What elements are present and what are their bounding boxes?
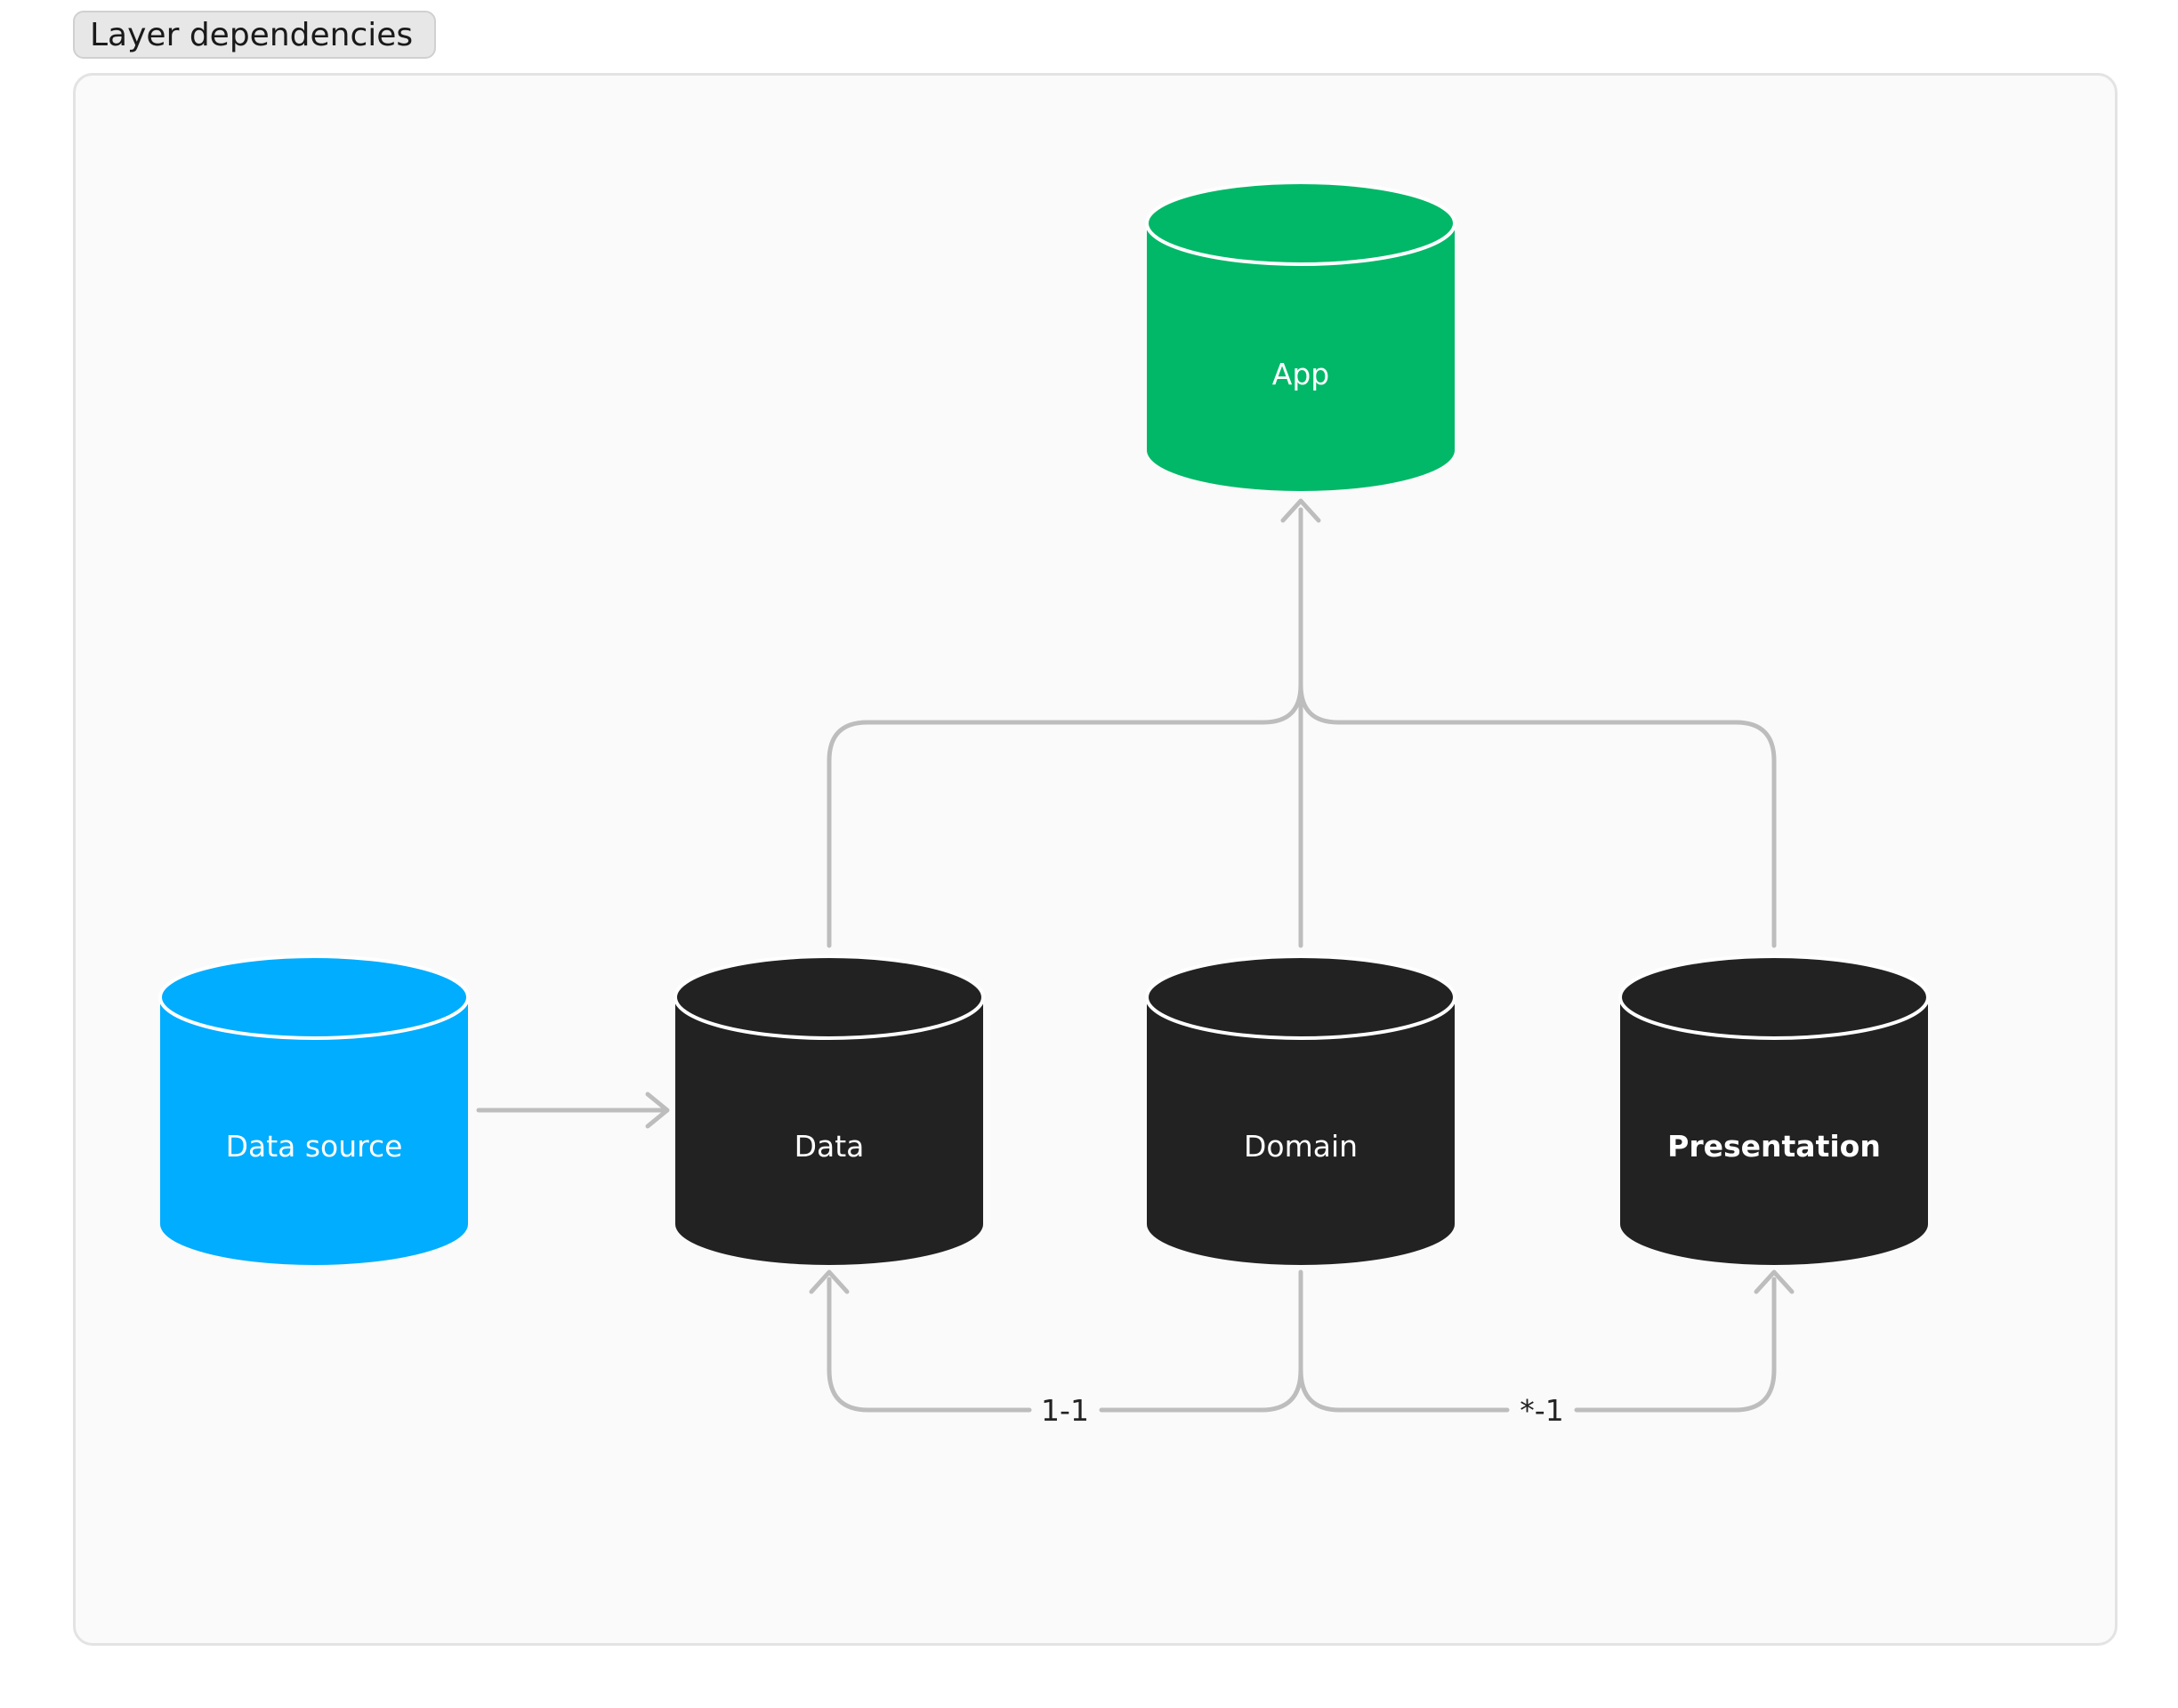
- data-source-cylinder-body: [160, 997, 468, 1265]
- domain-label: Domain: [1244, 1129, 1358, 1164]
- data-source-label: Data source: [226, 1129, 403, 1164]
- app-cylinder-top: [1145, 181, 1456, 266]
- node-app[interactable]: App: [1145, 181, 1456, 491]
- diagram-title-tab[interactable]: Layer dependencies: [73, 11, 437, 59]
- node-presentation[interactable]: Presentation: [1618, 955, 1930, 1265]
- app-arrowhead: [1280, 498, 1321, 523]
- data-cylinder-top: [674, 955, 985, 1040]
- data-arrowhead-left: [645, 1092, 670, 1129]
- domain-cylinder-top: [1145, 955, 1456, 1040]
- edge-label-one-to-one: 1-1: [1041, 1393, 1089, 1428]
- diagram-canvas: [73, 73, 2118, 1646]
- diagram-title: Layer dependencies: [90, 16, 414, 53]
- edge-label-many-to-one: *-1: [1520, 1393, 1563, 1428]
- presentation-arrowhead-bottom: [1754, 1269, 1795, 1294]
- node-data-source[interactable]: Data source: [158, 955, 470, 1265]
- app-cylinder-body: [1147, 223, 1455, 491]
- presentation-cylinder-top: [1618, 955, 1930, 1040]
- data-arrowhead-bottom: [809, 1269, 850, 1294]
- edge-domain-to-presentation: [1298, 1277, 1777, 1413]
- edge-presentation-to-app: [1298, 507, 1777, 948]
- domain-cylinder-body: [1147, 997, 1455, 1265]
- presentation-cylinder-body: [1620, 997, 1928, 1265]
- edge-data-to-app: [827, 507, 1303, 948]
- data-label: Data: [795, 1129, 865, 1164]
- edge-domain-to-data: [827, 1269, 1303, 1413]
- app-label: App: [1272, 357, 1329, 391]
- node-domain[interactable]: Domain: [1145, 955, 1456, 1265]
- presentation-label: Presentation: [1667, 1129, 1881, 1164]
- data-source-cylinder-top: [158, 955, 470, 1040]
- node-data[interactable]: Data: [674, 955, 985, 1265]
- data-cylinder-body: [675, 997, 983, 1265]
